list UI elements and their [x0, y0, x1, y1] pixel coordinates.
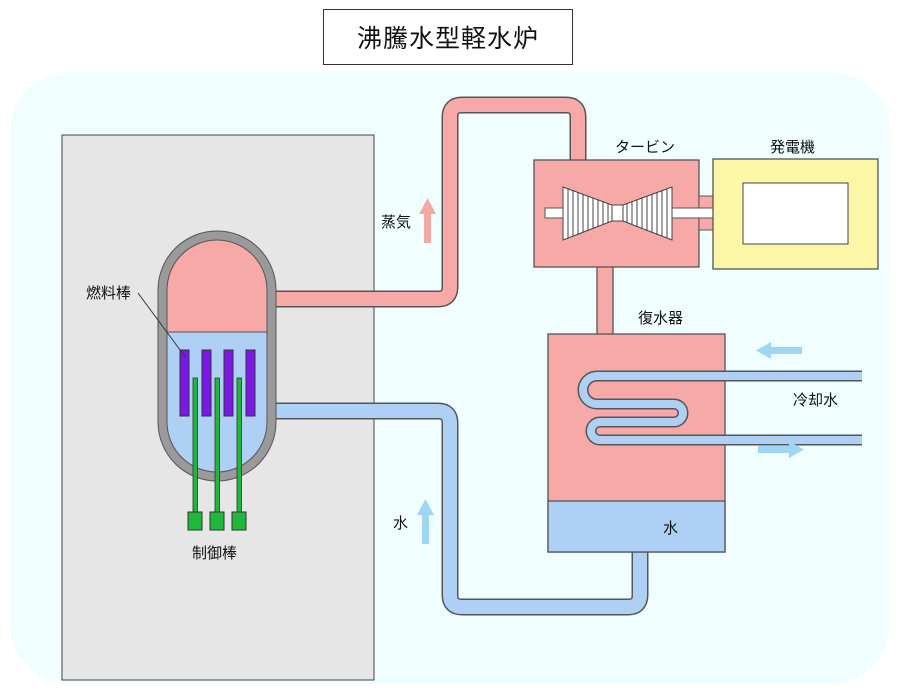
fuel-rod-label: 燃料棒	[86, 284, 131, 302]
generator-core	[742, 182, 849, 245]
control-rod-label: 制御棒	[192, 544, 237, 562]
condenser-label: 復水器	[638, 309, 683, 327]
control-rod-tip	[231, 511, 247, 531]
cooling-in-arrow	[756, 342, 802, 359]
control-rod	[236, 377, 242, 513]
cooling-out-arrow	[758, 441, 804, 458]
fuel-rod	[223, 349, 234, 417]
cooling-coil	[577, 370, 862, 446]
fuel-rod	[179, 349, 190, 417]
control-rods	[187, 377, 247, 531]
page-title: 沸騰水型軽水炉	[323, 9, 573, 65]
generator-label: 発電機	[770, 138, 815, 156]
turbine-rotor	[562, 186, 673, 241]
cooling-water-label: 冷却水	[793, 391, 838, 409]
fuel-rod	[245, 349, 256, 417]
coupling-top	[698, 195, 714, 209]
control-rod-tip	[209, 511, 225, 531]
water-flow-arrow	[417, 499, 434, 544]
control-rod-tip	[187, 511, 203, 531]
steam-label: 蒸気	[381, 213, 411, 231]
coupling-bottom	[698, 217, 714, 231]
fuel-rod	[201, 349, 212, 417]
control-rod	[214, 377, 220, 513]
turbine-condenser-duct	[596, 264, 614, 336]
control-rod	[192, 377, 198, 513]
condenser-water-label: 水	[663, 519, 678, 537]
fuel-rods	[179, 349, 256, 417]
condenser-water	[547, 500, 726, 553]
steam-flow-arrow	[419, 198, 436, 243]
turbine-label: タービン	[615, 138, 675, 156]
fuel-rod-leader	[137, 292, 187, 359]
water-return-label: 水	[393, 514, 408, 532]
